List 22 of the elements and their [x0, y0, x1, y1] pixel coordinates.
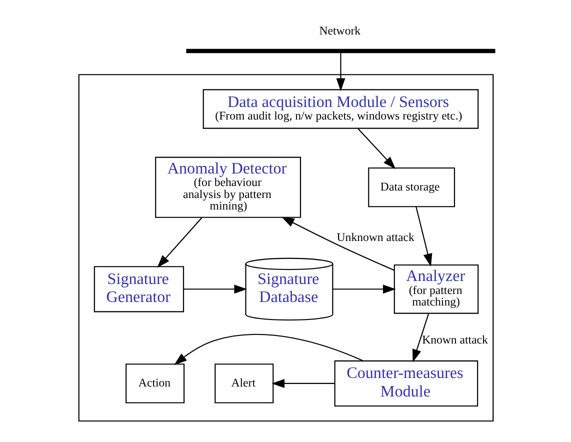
node-text: Network [318, 24, 360, 38]
arrow [271, 378, 334, 388]
node-box: Analyzer (for pattern matching) [393, 264, 478, 314]
arrow [415, 206, 432, 267]
cluster [78, 74, 494, 422]
node-box: Action [125, 364, 184, 404]
node-box: Data acquisition Module / Sensors (From audit log, n/w packets, windows registry etc.) [202, 89, 478, 129]
arrow [174, 334, 363, 365]
node-box: Counter-measures Module [334, 360, 478, 407]
arrow [412, 313, 429, 362]
arrow [183, 284, 247, 294]
node-box: Signature Generator [93, 266, 184, 312]
arrow [356, 128, 396, 170]
edge-label: Known attack [422, 332, 488, 347]
arrow [156, 217, 202, 268]
arrow [332, 284, 396, 294]
node-box: Data storage [368, 167, 455, 208]
arrow [336, 51, 345, 92]
arrow [280, 216, 394, 271]
node-box: Alert [214, 364, 274, 404]
edge-label: Unknown attack [336, 230, 414, 244]
node-box: Anomaly Detector (for behaviour analysis by pattern mining) [154, 156, 301, 218]
